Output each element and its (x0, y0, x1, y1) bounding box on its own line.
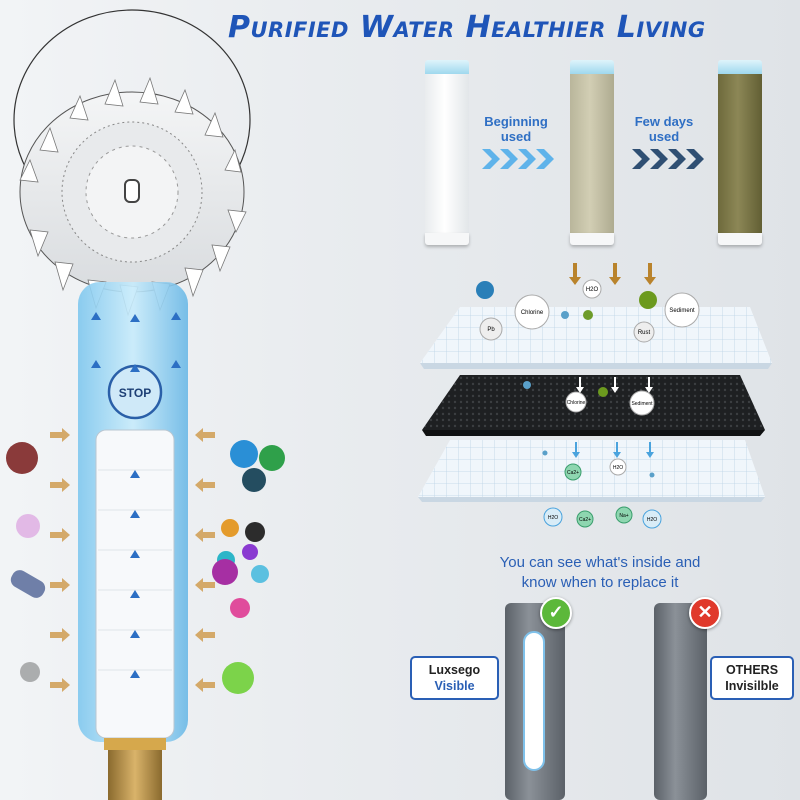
cartridge-new (425, 60, 469, 245)
particle-label: Rust (638, 330, 651, 336)
others-state: Invisilble (725, 679, 779, 693)
particle-label: Chlorine (567, 400, 586, 406)
particles-output: H2O Ca2+ Na+ H2O (543, 506, 662, 529)
stage-label-few-days: Few days used (634, 114, 694, 144)
particles-top: H2O Chlorine Sediment Pb Rust (476, 279, 700, 343)
stop-arrow-icon (130, 364, 140, 372)
contaminant-arrows (50, 428, 215, 692)
progress-arrows-light (482, 149, 554, 169)
shower-hose (108, 742, 162, 800)
water-flow-arrows (91, 312, 181, 678)
filter-layer-carbon (422, 375, 765, 430)
particle-label: H2O (647, 517, 657, 523)
particle-label: Sediment (631, 401, 653, 407)
spray-mode-icon (124, 179, 140, 203)
progress-arrows-dark (632, 149, 704, 169)
check-icon: ✓ (540, 597, 572, 629)
page-title: Purified Water Healthier Living (228, 10, 706, 45)
others-tube (654, 603, 707, 800)
particle-label: Ca2+ (567, 470, 579, 476)
others-label-box: OTHERS Invisilble (710, 656, 794, 700)
luxsego-tube (505, 603, 565, 800)
hose-connector (104, 738, 166, 750)
luxsego-brand: Luxsego (428, 663, 481, 677)
germ-icons-right (212, 440, 285, 694)
input-arrows (569, 263, 656, 285)
luxsego-state: Visible (434, 679, 475, 693)
stage-label-beginning: Beginning used (484, 114, 548, 144)
particles-lower: Ca2+ H2O (542, 442, 655, 481)
particles-middle: Chlorine Sediment (523, 377, 655, 416)
cross-icon: ✕ (689, 597, 721, 629)
particle-label: Na+ (619, 513, 628, 519)
particle-label: Sediment (669, 308, 695, 314)
particle-label: Chlorine (521, 310, 544, 316)
visibility-heading-line1: You can see what's inside and (499, 554, 701, 571)
visibility-heading: You can see what's inside and know when … (455, 553, 745, 593)
particle-label: Ca2+ (579, 517, 591, 523)
particle-label: H2O (548, 515, 558, 521)
particle-label: Pb (487, 327, 495, 333)
others-brand: OTHERS (725, 663, 779, 677)
visibility-heading-line2: know when to replace it (521, 574, 679, 591)
shower-illustration: STOP (6, 9, 285, 800)
particle-label: H2O (613, 465, 623, 471)
luxsego-label-box: Luxsego Visible (410, 656, 499, 700)
germ-icons-left (6, 442, 46, 682)
cartridge-old (718, 60, 762, 245)
cartridge-used (570, 60, 614, 245)
filtration-layers: H2O Chlorine Sediment Pb Rust Chlorine S… (418, 263, 772, 529)
stop-button-label: STOP (119, 386, 151, 400)
particle-label: H2O (586, 287, 599, 293)
tube-window (523, 631, 545, 771)
